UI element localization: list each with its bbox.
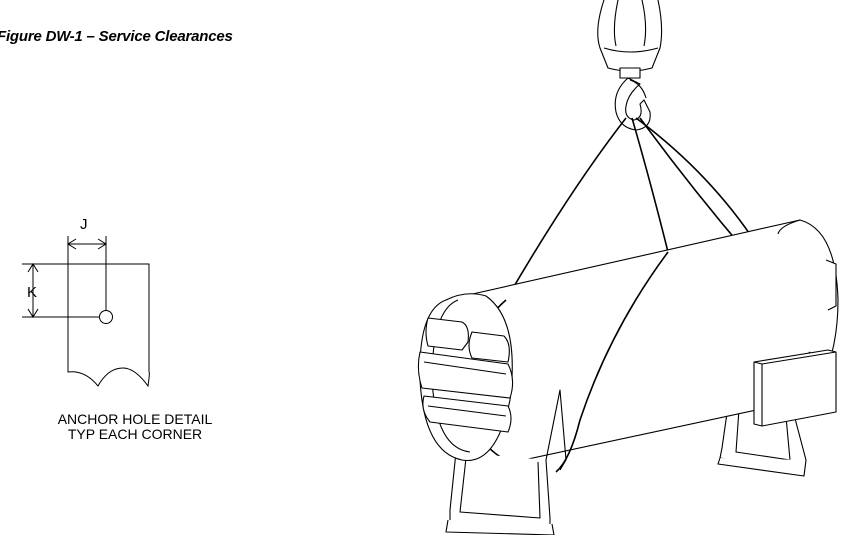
anchor-hole-detail-drawing [22,236,150,388]
lifting-sling-front [555,251,669,473]
header-box-upper-right [468,331,510,363]
header-box-middle [417,351,514,399]
front-end-face [417,293,514,462]
anchor-caption-line-2: TYP EACH CORNER [67,426,203,442]
anchor-caption-line-1: ANCHOR HOLE DETAIL [57,411,213,427]
dimension-label-j: J [80,216,88,233]
crane-hook [614,77,651,131]
shell-body [445,219,839,469]
figure-title: Figure DW-1 – Service Clearances [0,28,233,45]
anchor-plate-outline [67,263,150,388]
crane-hook-block [597,0,663,79]
dimension-label-k: K [27,284,38,301]
anchor-hole-caption: ANCHOR HOLE DETAIL TYP EACH CORNER [35,412,235,442]
side-nozzle-box [753,349,837,427]
header-box-lower [422,395,512,433]
front-support-saddle [445,389,567,535]
header-box-upper-left [425,317,469,351]
heat-exchanger-lifting-drawing [417,0,839,535]
anchor-hole [99,310,113,324]
